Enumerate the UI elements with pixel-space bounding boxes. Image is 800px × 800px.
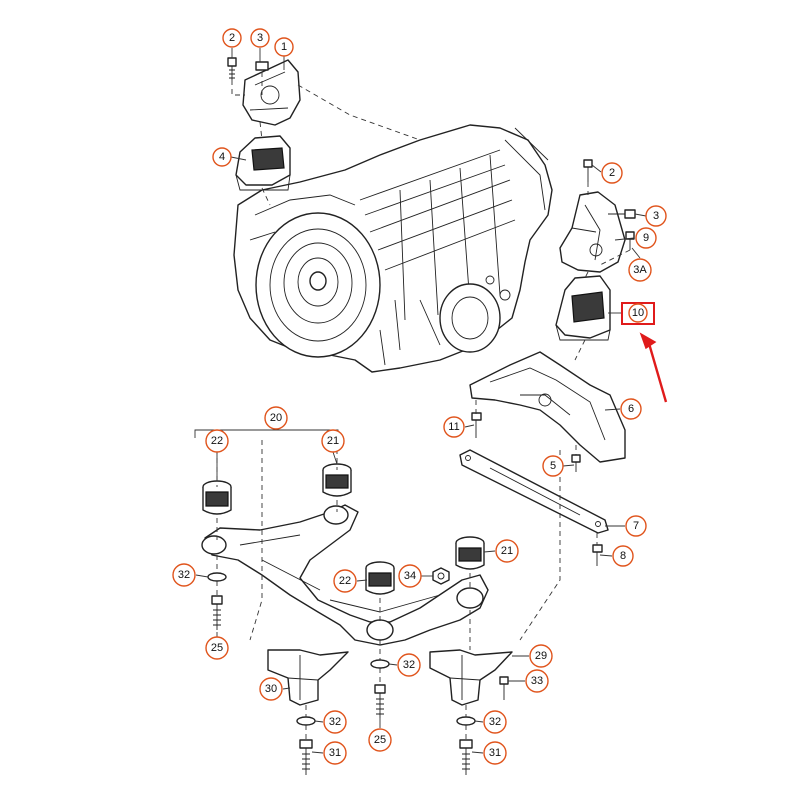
bolt-31-right	[459, 739, 473, 775]
callout-3A: 3A	[628, 258, 652, 282]
callout-8-label: 8	[620, 550, 626, 562]
washer-32-lower-right	[456, 716, 476, 726]
washer-32-lower-left	[296, 716, 316, 726]
engine-mount-4	[235, 135, 291, 191]
callout-8: 8	[612, 545, 634, 567]
subframe-20	[201, 504, 489, 646]
callout-32-lower-left-label: 32	[329, 716, 341, 728]
bolt-2-right	[583, 159, 593, 182]
callout-4-label: 4	[219, 151, 225, 163]
callout-1: 1	[274, 37, 294, 57]
callout-6-label: 6	[628, 403, 634, 415]
callout-6: 6	[620, 398, 642, 420]
callout-29: 29	[529, 644, 553, 668]
callout-7: 7	[625, 515, 647, 537]
callout-22-center: 22	[333, 569, 357, 593]
callout-29-label: 29	[535, 650, 547, 662]
callout-25-center-label: 25	[374, 734, 386, 746]
callout-1-label: 1	[281, 41, 287, 53]
callout-10-label: 10	[632, 307, 644, 319]
callout-33-label: 33	[531, 675, 543, 687]
callout-11-label: 11	[448, 421, 459, 433]
callout-2-label: 2	[229, 32, 235, 44]
bolt-25-left	[211, 595, 223, 630]
callout-31-right-label: 31	[489, 747, 501, 759]
bolt-8	[592, 544, 603, 566]
bolt-11	[471, 412, 482, 438]
strap-7	[459, 449, 609, 534]
bracket-29	[429, 649, 513, 706]
callout-9: 9	[635, 227, 657, 249]
callout-25-left: 25	[205, 636, 229, 660]
callout-30: 30	[259, 677, 283, 701]
callout-4: 4	[212, 147, 232, 167]
bushing-22-center	[365, 561, 395, 595]
callout-32-left: 32	[172, 563, 196, 587]
bracket-1	[242, 59, 301, 126]
callout-34: 34	[398, 564, 422, 588]
callout-3A-label: 3A	[633, 264, 647, 276]
callout-32-lower-right-label: 32	[489, 716, 501, 728]
callout-31-left: 31	[323, 741, 347, 765]
callout-3-right: 3	[645, 205, 667, 227]
callout-21-right: 21	[495, 539, 519, 563]
callout-33: 33	[525, 669, 549, 693]
bracket-9	[559, 191, 626, 273]
callout-3-right-label: 3	[653, 210, 659, 222]
callout-21-right-label: 21	[501, 545, 513, 557]
callout-32-lower-left: 32	[323, 710, 347, 734]
callout-34-label: 34	[404, 570, 416, 582]
washer-32-left	[207, 572, 227, 582]
callout-11: 11	[443, 416, 465, 438]
highlight-arrow	[639, 332, 668, 403]
callout-20-label: 20	[270, 412, 282, 424]
callout-5: 5	[542, 455, 564, 477]
nut-3-left	[255, 61, 269, 71]
callout-3-label: 3	[257, 32, 263, 44]
callout-32-center: 32	[397, 653, 421, 677]
callout-21-top: 21	[321, 429, 345, 453]
callout-3: 3	[250, 28, 270, 48]
callout-5-label: 5	[550, 460, 556, 472]
callout-32-center-label: 32	[403, 659, 415, 671]
callout-2-right-label: 2	[609, 167, 615, 179]
callout-10: 10	[621, 302, 655, 325]
bolt-2-left	[227, 57, 237, 80]
callout-22-center-label: 22	[339, 575, 351, 587]
callout-2-right: 2	[601, 162, 623, 184]
callout-30-label: 30	[265, 683, 277, 695]
callout-20: 20	[264, 406, 288, 430]
callout-31-left-label: 31	[329, 747, 341, 759]
transmission-housing	[233, 124, 553, 373]
engine-mount-10	[555, 275, 611, 341]
callout-9-label: 9	[643, 232, 649, 244]
bolt-25-center	[374, 684, 386, 718]
callout-21-top-label: 21	[327, 435, 339, 447]
callout-22-left: 22	[205, 429, 229, 453]
callout-22-left-label: 22	[211, 435, 223, 447]
bolt-3A	[625, 231, 635, 250]
bolt-31-left	[299, 739, 313, 775]
bushing-22-left	[202, 480, 232, 515]
bolt-33	[499, 676, 509, 700]
callout-7-label: 7	[633, 520, 639, 532]
callout-32-lower-right: 32	[483, 710, 507, 734]
callout-25-left-label: 25	[211, 642, 223, 654]
bushing-21-right	[455, 536, 485, 570]
bolt-5	[571, 454, 581, 472]
crossmember-6	[469, 351, 626, 463]
nut-34	[432, 567, 450, 585]
callout-31-right: 31	[483, 741, 507, 765]
bracket-30	[267, 649, 349, 706]
washer-32-center	[370, 659, 390, 669]
callout-32-left-label: 32	[178, 569, 190, 581]
callout-2: 2	[222, 28, 242, 48]
bushing-21-top	[322, 463, 352, 497]
callout-25-center: 25	[368, 728, 392, 752]
